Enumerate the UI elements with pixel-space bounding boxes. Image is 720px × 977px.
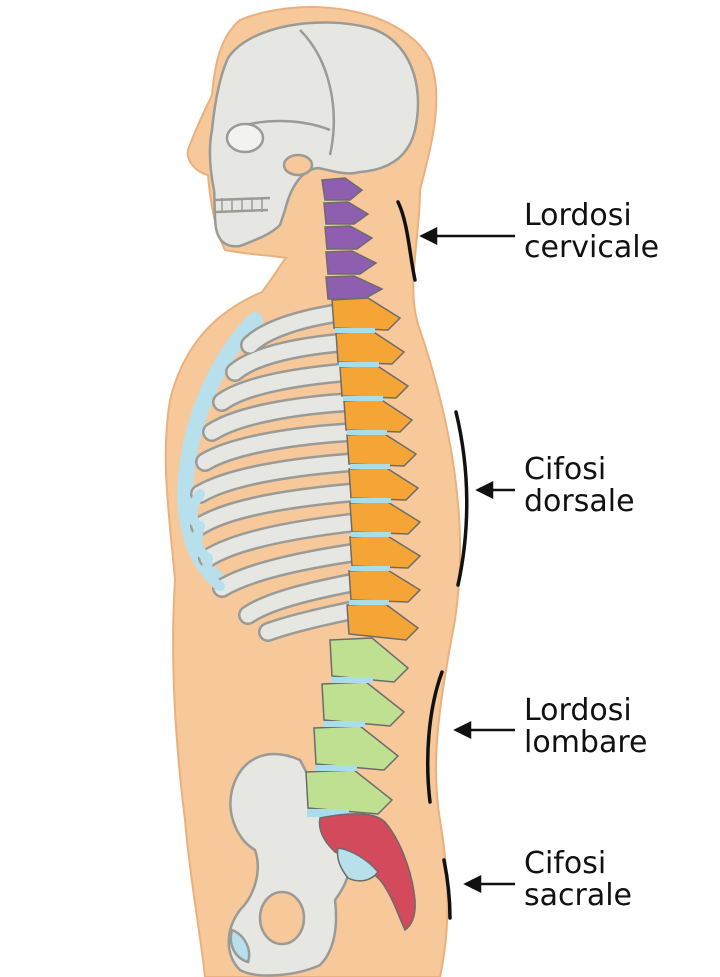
curve-markers [396,200,469,920]
label-line: sacrale [524,878,633,913]
label-cervical-lordosis: Lordosi cervicale [524,200,659,264]
lumbar-curve-bracket [426,670,444,804]
label-sacral-kyphosis: Cifosi sacrale [524,848,632,912]
dorsal-curve-bracket [454,410,469,587]
sacral-curve-bracket [442,858,452,920]
label-line: Cifosi [524,452,607,487]
rib-cage [176,302,368,642]
label-dorsal-kyphosis: Cifosi dorsale [524,454,635,518]
label-line: Lordosi [524,693,632,728]
label-lumbar-lordosis: Lordosi lombare [524,695,647,759]
sacroiliac-cartilage [336,847,379,882]
cervical-curve-bracket [396,200,417,282]
label-line: cervicale [524,230,660,265]
label-line: dorsale [524,484,635,519]
label-line: lombare [524,725,648,760]
sacrum [318,813,416,932]
cervical-vertebrae [321,177,384,300]
label-arrows [419,226,515,894]
label-line: Lordosi [524,198,632,233]
label-line: Cifosi [524,846,607,881]
spine [305,177,422,932]
intervertebral-discs [307,328,391,817]
lumbar-vertebrae [305,637,410,815]
skull [208,21,420,248]
